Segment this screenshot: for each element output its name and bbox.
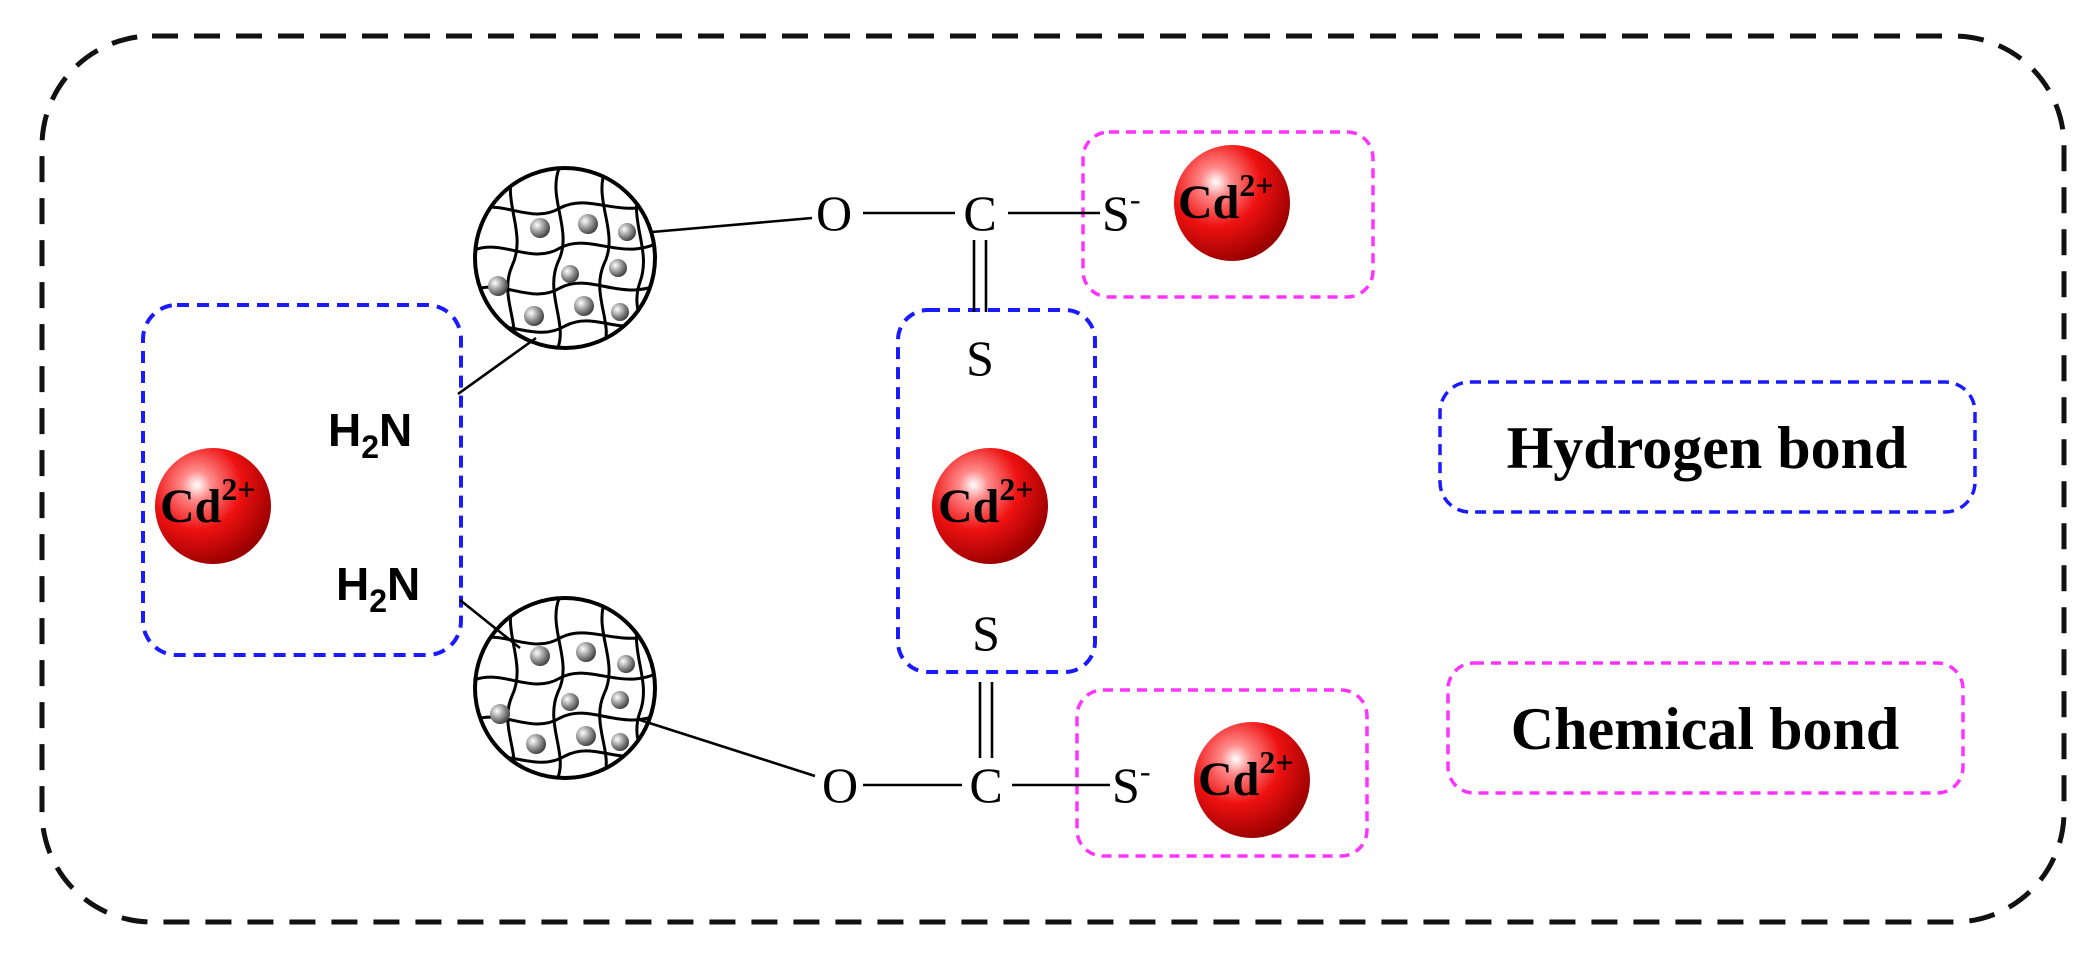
carbon-atom-top: C — [963, 185, 996, 241]
amine-prefix: H — [328, 404, 361, 456]
chemical-bond-box-top — [1081, 130, 1375, 299]
ion-charge: 2+ — [999, 471, 1033, 507]
outer-border — [39, 33, 2067, 925]
chemical-bond-box-bottom — [1075, 688, 1369, 858]
ion-charge: 2+ — [221, 471, 255, 507]
cadmium-ion-bottom-right: Cd2+ — [1194, 722, 1310, 838]
amine-prefix: H — [336, 558, 369, 610]
polymer-particle-bottom — [473, 596, 657, 780]
sulfur-atom-double-bottom: S — [972, 605, 1000, 661]
ion-charge: 2+ — [1259, 744, 1293, 780]
cadmium-ion-left: Cd2+ — [155, 448, 271, 564]
legend-hydrogen-bond-label: Hydrogen bond — [1507, 415, 1908, 481]
oxygen-atom-top: O — [816, 185, 852, 241]
legend-hydrogen-bond-box — [1438, 380, 1977, 514]
amine-suffix: N — [387, 558, 420, 610]
cadmium-ion-top-right: Cd2+ — [1174, 145, 1290, 261]
legend-chemical-bond-label: Chemical bond — [1511, 696, 1899, 762]
bond-lines — [457, 211, 1110, 787]
sulfur-symbol: S — [1102, 185, 1130, 241]
hydrogen-bond-box-left — [141, 303, 463, 657]
cadmium-ion-center: Cd2+ — [932, 448, 1048, 564]
sulfur-symbol: S — [1112, 757, 1140, 813]
ion-element: Cd — [160, 480, 222, 533]
sulfur-atom-double-top: S — [966, 330, 994, 386]
thiolate-sulfur-top: S- — [1102, 181, 1140, 241]
svg-text:Cd2+: Cd2+ — [1178, 167, 1274, 229]
thiolate-charge: - — [1140, 753, 1151, 789]
amine-subscript: 2 — [369, 583, 387, 619]
amine-suffix: N — [379, 404, 412, 456]
svg-text:Cd2+: Cd2+ — [938, 471, 1034, 533]
ion-element: Cd — [1198, 753, 1260, 806]
ion-charge: 2+ — [1239, 167, 1273, 203]
polymer-particle-top — [473, 166, 657, 350]
svg-text:Cd2+: Cd2+ — [160, 471, 256, 533]
thiolate-charge: - — [1130, 181, 1141, 217]
amine-group-top: H2N — [328, 404, 412, 465]
amine-group-bottom: H2N — [336, 558, 420, 619]
legend-chemical-bond-box — [1446, 661, 1965, 795]
carbon-atom-bottom: C — [969, 757, 1002, 813]
ion-element: Cd — [938, 480, 1000, 533]
hydrogen-bond-box-center — [896, 308, 1097, 674]
svg-text:Cd2+: Cd2+ — [1198, 744, 1294, 806]
ion-element: Cd — [1178, 176, 1240, 229]
oxygen-atom-bottom: O — [822, 757, 858, 813]
thiolate-sulfur-bottom: S- — [1112, 753, 1150, 813]
amine-subscript: 2 — [361, 429, 379, 465]
